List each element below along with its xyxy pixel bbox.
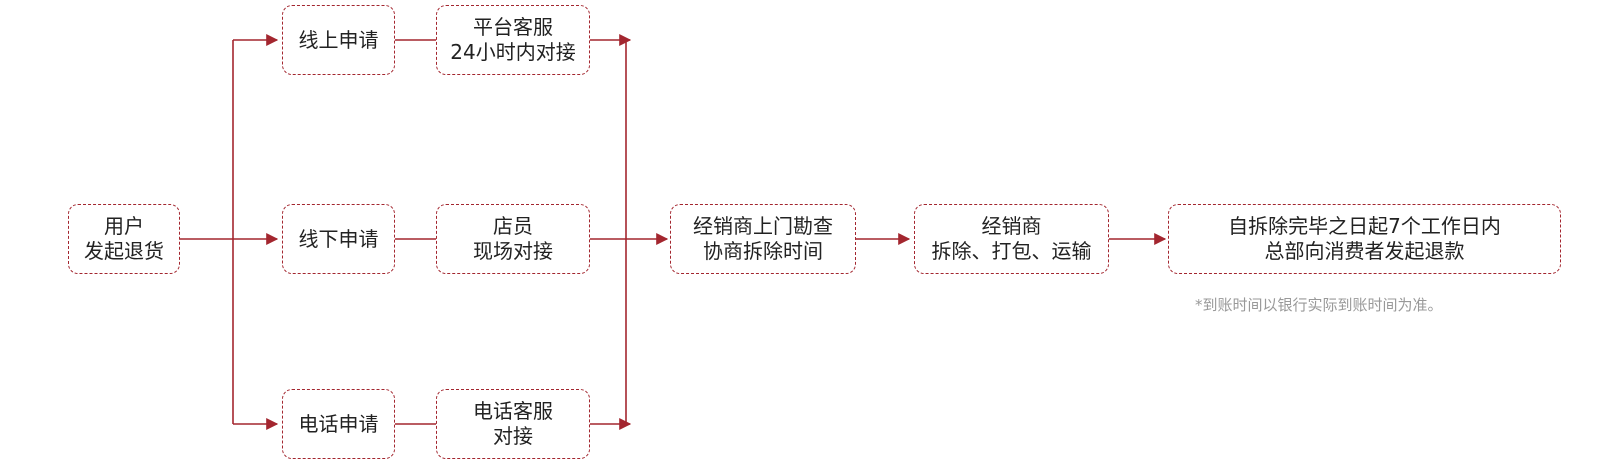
clerk-line2: 现场对接 xyxy=(473,239,553,263)
phone-service-node: 电话客服 对接 xyxy=(436,389,590,459)
platform-service-node: 平台客服 24小时内对接 xyxy=(436,5,590,75)
offline-apply-label: 线下申请 xyxy=(298,226,379,251)
refund-line1: 自拆除完毕之日起7个工作日内 xyxy=(1228,214,1501,238)
online-apply-label: 线上申请 xyxy=(298,27,379,52)
online-apply-node: 线上申请 xyxy=(282,5,395,75)
user-node-line2: 发起退货 xyxy=(84,239,164,263)
arrival-time-note: *到账时间以银行实际到账时间为准。 xyxy=(1195,296,1443,314)
phone-service-line1: 电话客服 xyxy=(473,399,553,423)
phone-apply-node: 电话申请 xyxy=(282,389,395,459)
platform-service-line1: 平台客服 xyxy=(473,15,553,39)
refund-node: 自拆除完毕之日起7个工作日内 总部向消费者发起退款 xyxy=(1168,204,1561,274)
dealer-survey-node: 经销商上门勘查 协商拆除时间 xyxy=(670,204,856,274)
refund-line2: 总部向消费者发起退款 xyxy=(1264,239,1465,263)
clerk-node: 店员 现场对接 xyxy=(436,204,590,274)
survey-line1: 经销商上门勘查 xyxy=(693,214,833,238)
user-initiate-return-node: 用户 发起退货 xyxy=(68,204,180,274)
clerk-line1: 店员 xyxy=(493,214,533,238)
survey-line2: 协商拆除时间 xyxy=(703,239,823,263)
phone-apply-label: 电话申请 xyxy=(298,411,379,436)
user-node-line1: 用户 xyxy=(104,214,144,238)
dealer-line1: 经销商 xyxy=(981,214,1042,238)
phone-service-line2: 对接 xyxy=(493,424,533,448)
offline-apply-node: 线下申请 xyxy=(282,204,395,274)
platform-service-line2: 24小时内对接 xyxy=(450,40,576,64)
dealer-dismantle-node: 经销商 拆除、打包、运输 xyxy=(914,204,1109,274)
dealer-line2: 拆除、打包、运输 xyxy=(931,239,1092,263)
